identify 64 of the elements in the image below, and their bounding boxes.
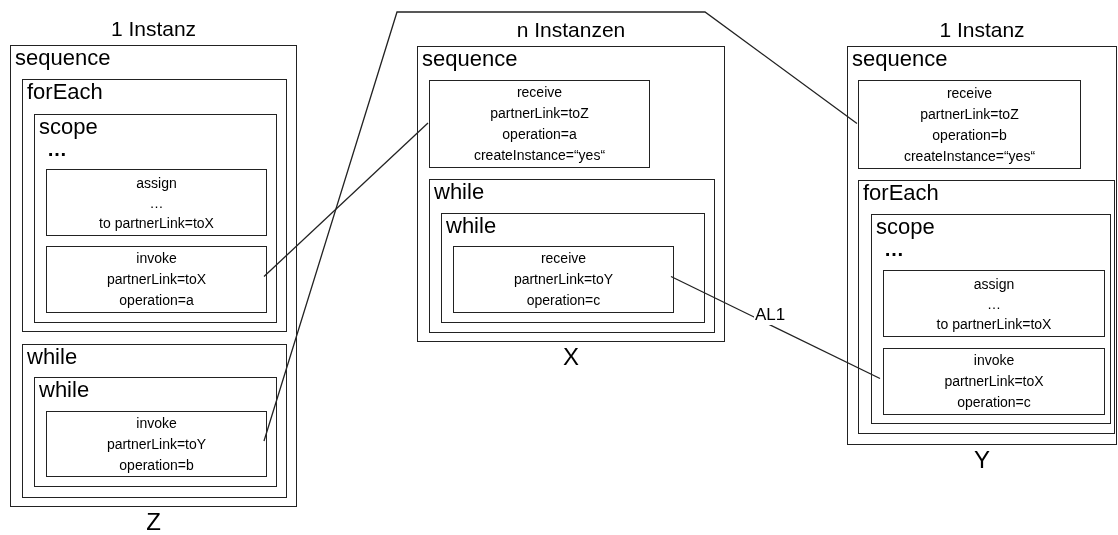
container-box: [441, 213, 705, 323]
container-box: [34, 114, 277, 323]
activity-text: partnerLink=toX: [106, 270, 207, 289]
activity-box: [46, 411, 267, 477]
activity-text: partnerLink=toX: [944, 372, 1044, 391]
process-label: X: [562, 343, 580, 371]
process-label: Y: [973, 446, 991, 474]
activity-box: [883, 270, 1105, 337]
activity-text: receive: [516, 83, 563, 102]
activity-box: [453, 246, 674, 313]
instance-count-label: 1 Instanz: [109, 16, 198, 42]
block-title: scope: [876, 214, 935, 240]
activity-box: [858, 80, 1081, 169]
activity-text: partnerLink=toZ: [920, 104, 1019, 124]
activity-text: receive: [540, 249, 587, 268]
activity-text: invoke: [136, 413, 177, 433]
process-label: Z: [145, 508, 162, 535]
activity-text: …: [987, 294, 1001, 314]
activity-text: partnerLink=toY: [106, 434, 207, 454]
container-box: [22, 344, 287, 498]
activity-text: operation=c: [957, 393, 1031, 412]
activity-text: receive: [946, 83, 993, 103]
block-title: while: [27, 344, 78, 370]
container-box: [34, 377, 277, 487]
activity-text: operation=c: [526, 291, 601, 310]
ellipsis-text: …: [47, 141, 69, 157]
activity-text: invoke: [973, 351, 1015, 370]
instance-count-label: 1 Instanz: [938, 17, 1026, 43]
block-title: forEach: [27, 79, 103, 105]
block-title: while: [39, 377, 90, 403]
activity-text: createInstance=“yes“: [903, 146, 1036, 166]
activity-text: createInstance=“yes“: [473, 146, 606, 165]
activity-text: invoke: [136, 249, 177, 268]
connector-line: [263, 122, 429, 278]
block-title: sequence: [852, 46, 948, 72]
activity-text: operation=b: [119, 455, 194, 475]
container-box: [871, 214, 1111, 424]
block-title: while: [446, 213, 497, 239]
container-box: [858, 180, 1115, 434]
activity-text: …: [149, 193, 164, 213]
container-box: [22, 79, 287, 332]
block-title: sequence: [422, 46, 518, 72]
activity-box: [46, 246, 267, 313]
activity-box: [46, 169, 267, 236]
activity-text: assign: [973, 274, 1015, 294]
container-box: [429, 179, 715, 333]
activity-text: partnerLink=toY: [513, 270, 614, 289]
activity-text: partnerLink=toZ: [490, 104, 589, 123]
activity-box: [429, 80, 650, 168]
activity-text: operation=b: [932, 125, 1007, 145]
activity-text: assign: [136, 173, 177, 193]
edge-label: AL1: [754, 305, 787, 325]
activity-text: operation=a: [119, 291, 194, 310]
activity-text: to partnerLink=toX: [936, 314, 1052, 334]
block-title: forEach: [863, 180, 939, 206]
block-title: scope: [39, 114, 98, 140]
instance-count-label: n Instanzen: [515, 17, 627, 43]
activity-text: operation=a: [502, 125, 577, 144]
block-title: sequence: [15, 45, 111, 71]
activity-box: [883, 348, 1105, 415]
block-title: while: [434, 179, 485, 205]
activity-text: to partnerLink=toX: [99, 213, 214, 233]
connector-line: [670, 275, 881, 380]
ellipsis-text: …: [884, 241, 906, 257]
